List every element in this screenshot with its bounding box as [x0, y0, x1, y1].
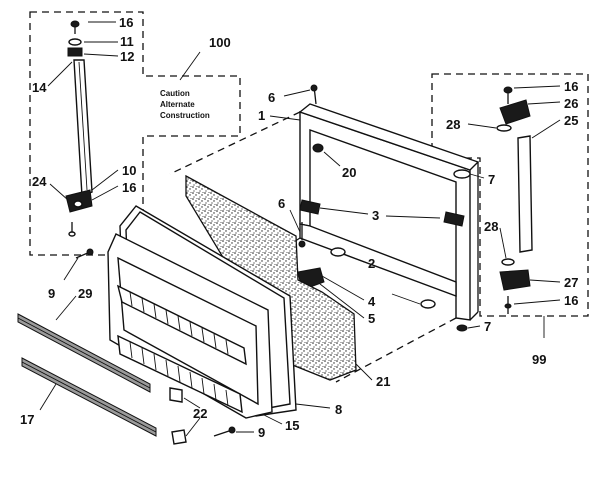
label-16c: 16 — [564, 79, 578, 94]
hinge-bar-right — [517, 135, 533, 253]
door-shelf-lower — [117, 334, 243, 414]
hinge-screw-top-left — [70, 20, 80, 34]
label-28a: 28 — [446, 117, 460, 132]
label-6b: 6 — [278, 196, 285, 211]
label-21: 21 — [376, 374, 390, 389]
label-7b: 7 — [484, 319, 491, 334]
label-5: 5 — [368, 311, 375, 326]
caution-note-line1: Caution — [160, 89, 190, 98]
label-29: 29 — [78, 286, 92, 301]
hinge-block-left — [67, 47, 83, 57]
end-cap-upper — [169, 387, 183, 403]
label-1: 1 — [258, 108, 265, 123]
label-22: 22 — [193, 406, 207, 421]
hinge-bottom-right — [499, 269, 531, 291]
label-6a: 6 — [268, 90, 275, 105]
door-shelf-upper — [116, 284, 247, 366]
label-27: 27 — [564, 275, 578, 290]
label-20: 20 — [342, 165, 356, 180]
end-cap-lower — [171, 429, 187, 445]
label-17: 17 — [20, 412, 34, 427]
left-group-dashed-outline — [29, 11, 241, 256]
label-16d: 16 — [564, 293, 578, 308]
label-99: 99 — [532, 352, 546, 367]
label-16a: 16 — [119, 15, 133, 30]
washer-left — [68, 38, 82, 46]
label-16b: 16 — [122, 180, 136, 195]
label-15: 15 — [285, 418, 299, 433]
hinge-top-right — [499, 99, 531, 125]
label-25: 25 — [564, 113, 578, 128]
label-9a: 9 — [48, 286, 55, 301]
label-11: 11 — [120, 34, 134, 49]
label-24: 24 — [32, 174, 47, 189]
label-100: 100 — [209, 35, 231, 50]
caution-note-line2: Alternate — [160, 100, 195, 109]
label-12: 12 — [120, 49, 134, 64]
label-14: 14 — [32, 80, 47, 95]
label-2: 2 — [368, 256, 375, 271]
caution-note-line3: Construction — [160, 111, 210, 120]
label-4: 4 — [368, 294, 376, 309]
label-10: 10 — [122, 163, 136, 178]
label-3: 3 — [372, 208, 379, 223]
door-frame — [297, 103, 480, 321]
label-8: 8 — [335, 402, 342, 417]
label-26: 26 — [564, 96, 578, 111]
label-7a: 7 — [488, 172, 495, 187]
label-28b: 28 — [484, 219, 498, 234]
label-9b: 9 — [258, 425, 265, 440]
